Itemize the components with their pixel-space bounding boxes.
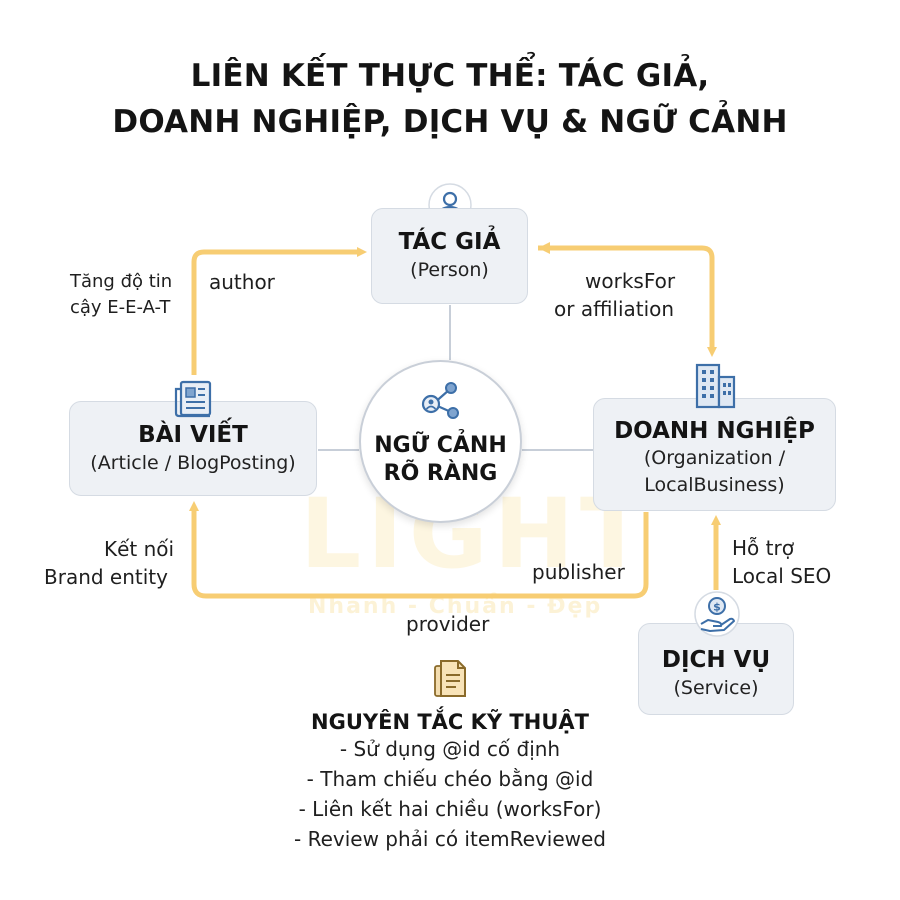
principle-item: - Sử dụng @id cố định (339, 737, 561, 761)
node-organization-title: DOANH NGHIỆP (614, 417, 815, 444)
edge-label-works-for-1: worksFor (585, 269, 676, 293)
document-icon (434, 660, 466, 697)
svg-text:$: $ (713, 601, 721, 614)
principles-heading: NGUYÊN TẮC KỸ THUẬT (311, 710, 589, 734)
principle-item: - Tham chiếu chéo bằng @id (306, 767, 594, 791)
edge-label-local-seo-2: Local SEO (732, 564, 832, 588)
arrow-works-for (538, 245, 717, 357)
edge-label-provider: provider (406, 612, 490, 636)
edge-label-trust-2: cậy E-E-A-T (70, 297, 171, 318)
node-organization-subtitle-1: (Organization / (643, 447, 786, 470)
hand-coin-icon: $ (694, 591, 740, 637)
node-organization-subtitle-2: LocalBusiness) (644, 473, 785, 496)
principle-item: - Review phải có itemReviewed (294, 827, 606, 851)
edge-label-works-for-2: or affiliation (554, 297, 675, 321)
principle-item: - Liên kết hai chiều (worksFor) (298, 797, 602, 821)
edge-label-brand-1: Kết nối (104, 537, 175, 561)
node-organization: DOANH NGHIỆP (Organization / LocalBusine… (593, 398, 836, 511)
arrow-publisher (189, 501, 649, 599)
node-context-line-1: NGỮ CẢNH (374, 432, 507, 458)
arrow-works-for-tail (538, 242, 550, 254)
page-title-line-1: LIÊN KẾT THỰC THỂ: TÁC GIẢ, (190, 58, 710, 94)
share-network-icon (421, 381, 459, 419)
node-article-title: BÀI VIẾT (138, 421, 248, 448)
node-author-title: TÁC GIẢ (398, 229, 501, 256)
principles-section: NGUYÊN TẮC KỸ THUẬT - Sử dụng @id cố địn… (0, 710, 900, 854)
arrow-author (191, 247, 367, 375)
edge-label-trust-1: Tăng độ tin (70, 271, 173, 292)
building-icon (695, 363, 736, 409)
edge-label-local-seo-1: Hỗ trợ (732, 536, 794, 560)
node-service-subtitle: (Service) (673, 677, 759, 700)
node-article-subtitle: (Article / BlogPosting) (90, 451, 296, 474)
edge-label-brand-2: Brand entity (44, 565, 168, 589)
node-context: NGỮ CẢNH RÕ RÀNG (359, 360, 522, 523)
node-service-title: DỊCH VỤ (661, 647, 771, 674)
node-context-line-2: RÕ RÀNG (383, 461, 498, 487)
page-title-line-2: DOANH NGHIỆP, DỊCH VỤ & NGỮ CẢNH (112, 104, 788, 140)
node-service: DỊCH VỤ (Service) (638, 623, 794, 715)
edge-label-author: author (209, 270, 275, 294)
edge-label-publisher: publisher (532, 560, 625, 584)
node-author: TÁC GIẢ (Person) (371, 208, 528, 304)
newspaper-icon (174, 380, 212, 418)
node-author-subtitle: (Person) (410, 259, 489, 282)
